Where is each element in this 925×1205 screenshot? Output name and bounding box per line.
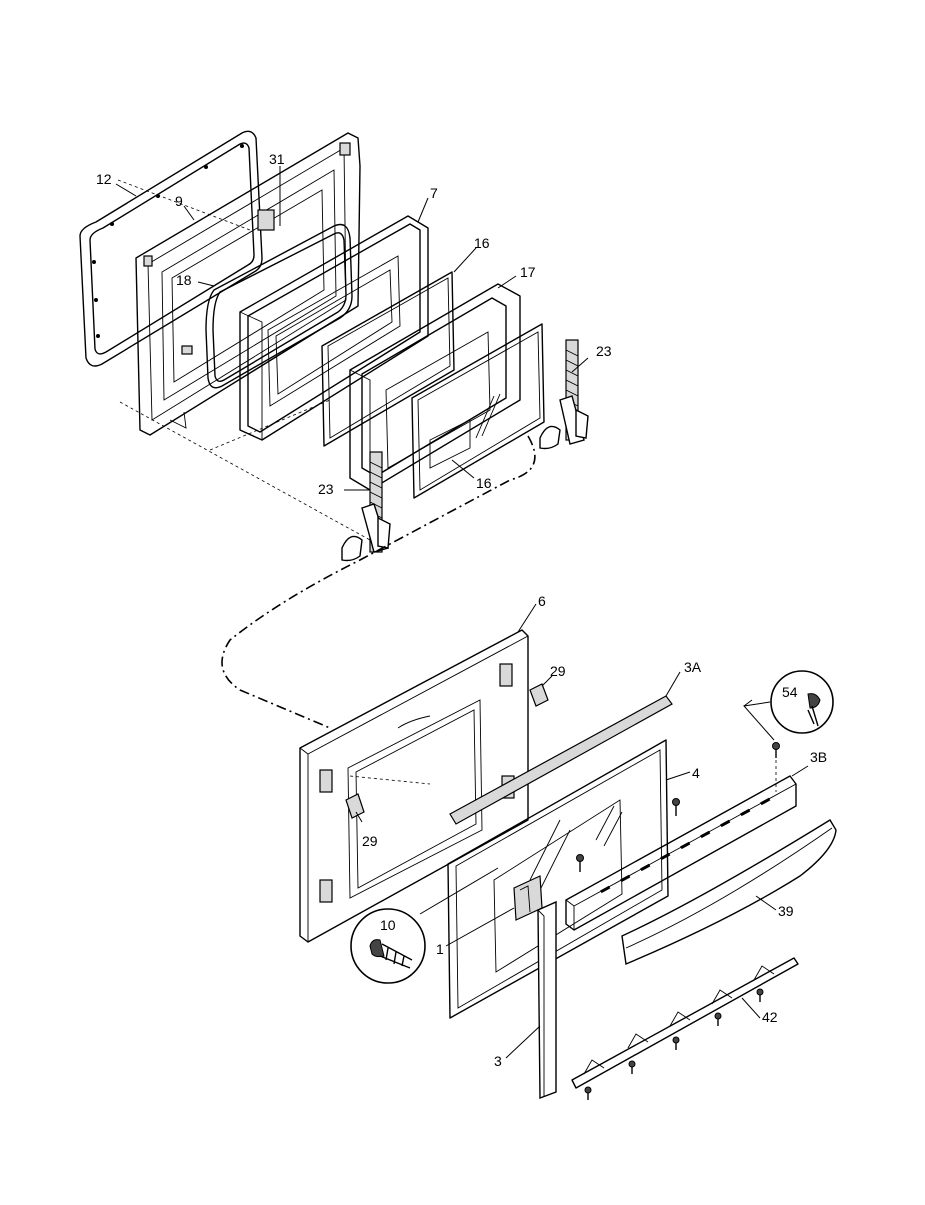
- trim-strip-part-3A: [449, 695, 673, 825]
- label-23-right: 23: [596, 343, 612, 359]
- side-trim-part-3: [537, 900, 557, 1100]
- label-6: 6: [538, 593, 546, 609]
- label-12: 12: [96, 171, 112, 187]
- label-3B: 3B: [810, 749, 828, 765]
- label-3: 3: [494, 1053, 502, 1069]
- label-29-bottom: 29: [362, 833, 378, 849]
- label-17: 17: [520, 264, 536, 280]
- label-16-bottom: 16: [476, 475, 492, 491]
- bumper-part-29-bottom: [345, 793, 365, 819]
- label-54: 54: [782, 684, 798, 700]
- leader-lines: [115, 166, 809, 1059]
- label-29-top: 29: [550, 663, 566, 679]
- glass-pane-part-16-bottom: [411, 323, 545, 499]
- callout-circle-54: [770, 670, 834, 734]
- label-42: 42: [762, 1009, 778, 1025]
- label-18: 18: [176, 272, 192, 288]
- screws-group: [576, 742, 780, 1100]
- callout-circle-10: [350, 908, 426, 984]
- wire-frame-part-18: [205, 223, 353, 389]
- hinge-part-23-left: [341, 451, 391, 562]
- handle-part-39: [621, 819, 837, 965]
- label-16-top: 16: [474, 235, 490, 251]
- bumper-part-29-top: [529, 683, 549, 707]
- insulation-part-7: [239, 215, 429, 441]
- outer-door-panel-part-6: [299, 629, 529, 943]
- label-39: 39: [778, 903, 794, 919]
- label-9: 9: [175, 193, 183, 209]
- label-31: 31: [269, 151, 285, 167]
- glass-pane-part-16-top: [321, 271, 455, 447]
- label-23-left: 23: [318, 481, 334, 497]
- label-7: 7: [430, 185, 438, 201]
- label-3A: 3A: [684, 659, 702, 675]
- door-glass-part-4: [447, 739, 669, 1019]
- gasket-part-12: [79, 130, 263, 367]
- label-1: 1: [436, 941, 444, 957]
- label-10: 10: [380, 917, 396, 933]
- hinge-part-23-right: [539, 339, 589, 450]
- handle-bracket-part-3B: [565, 775, 797, 931]
- rail-part-42: [571, 957, 799, 1089]
- label-4: 4: [692, 765, 700, 781]
